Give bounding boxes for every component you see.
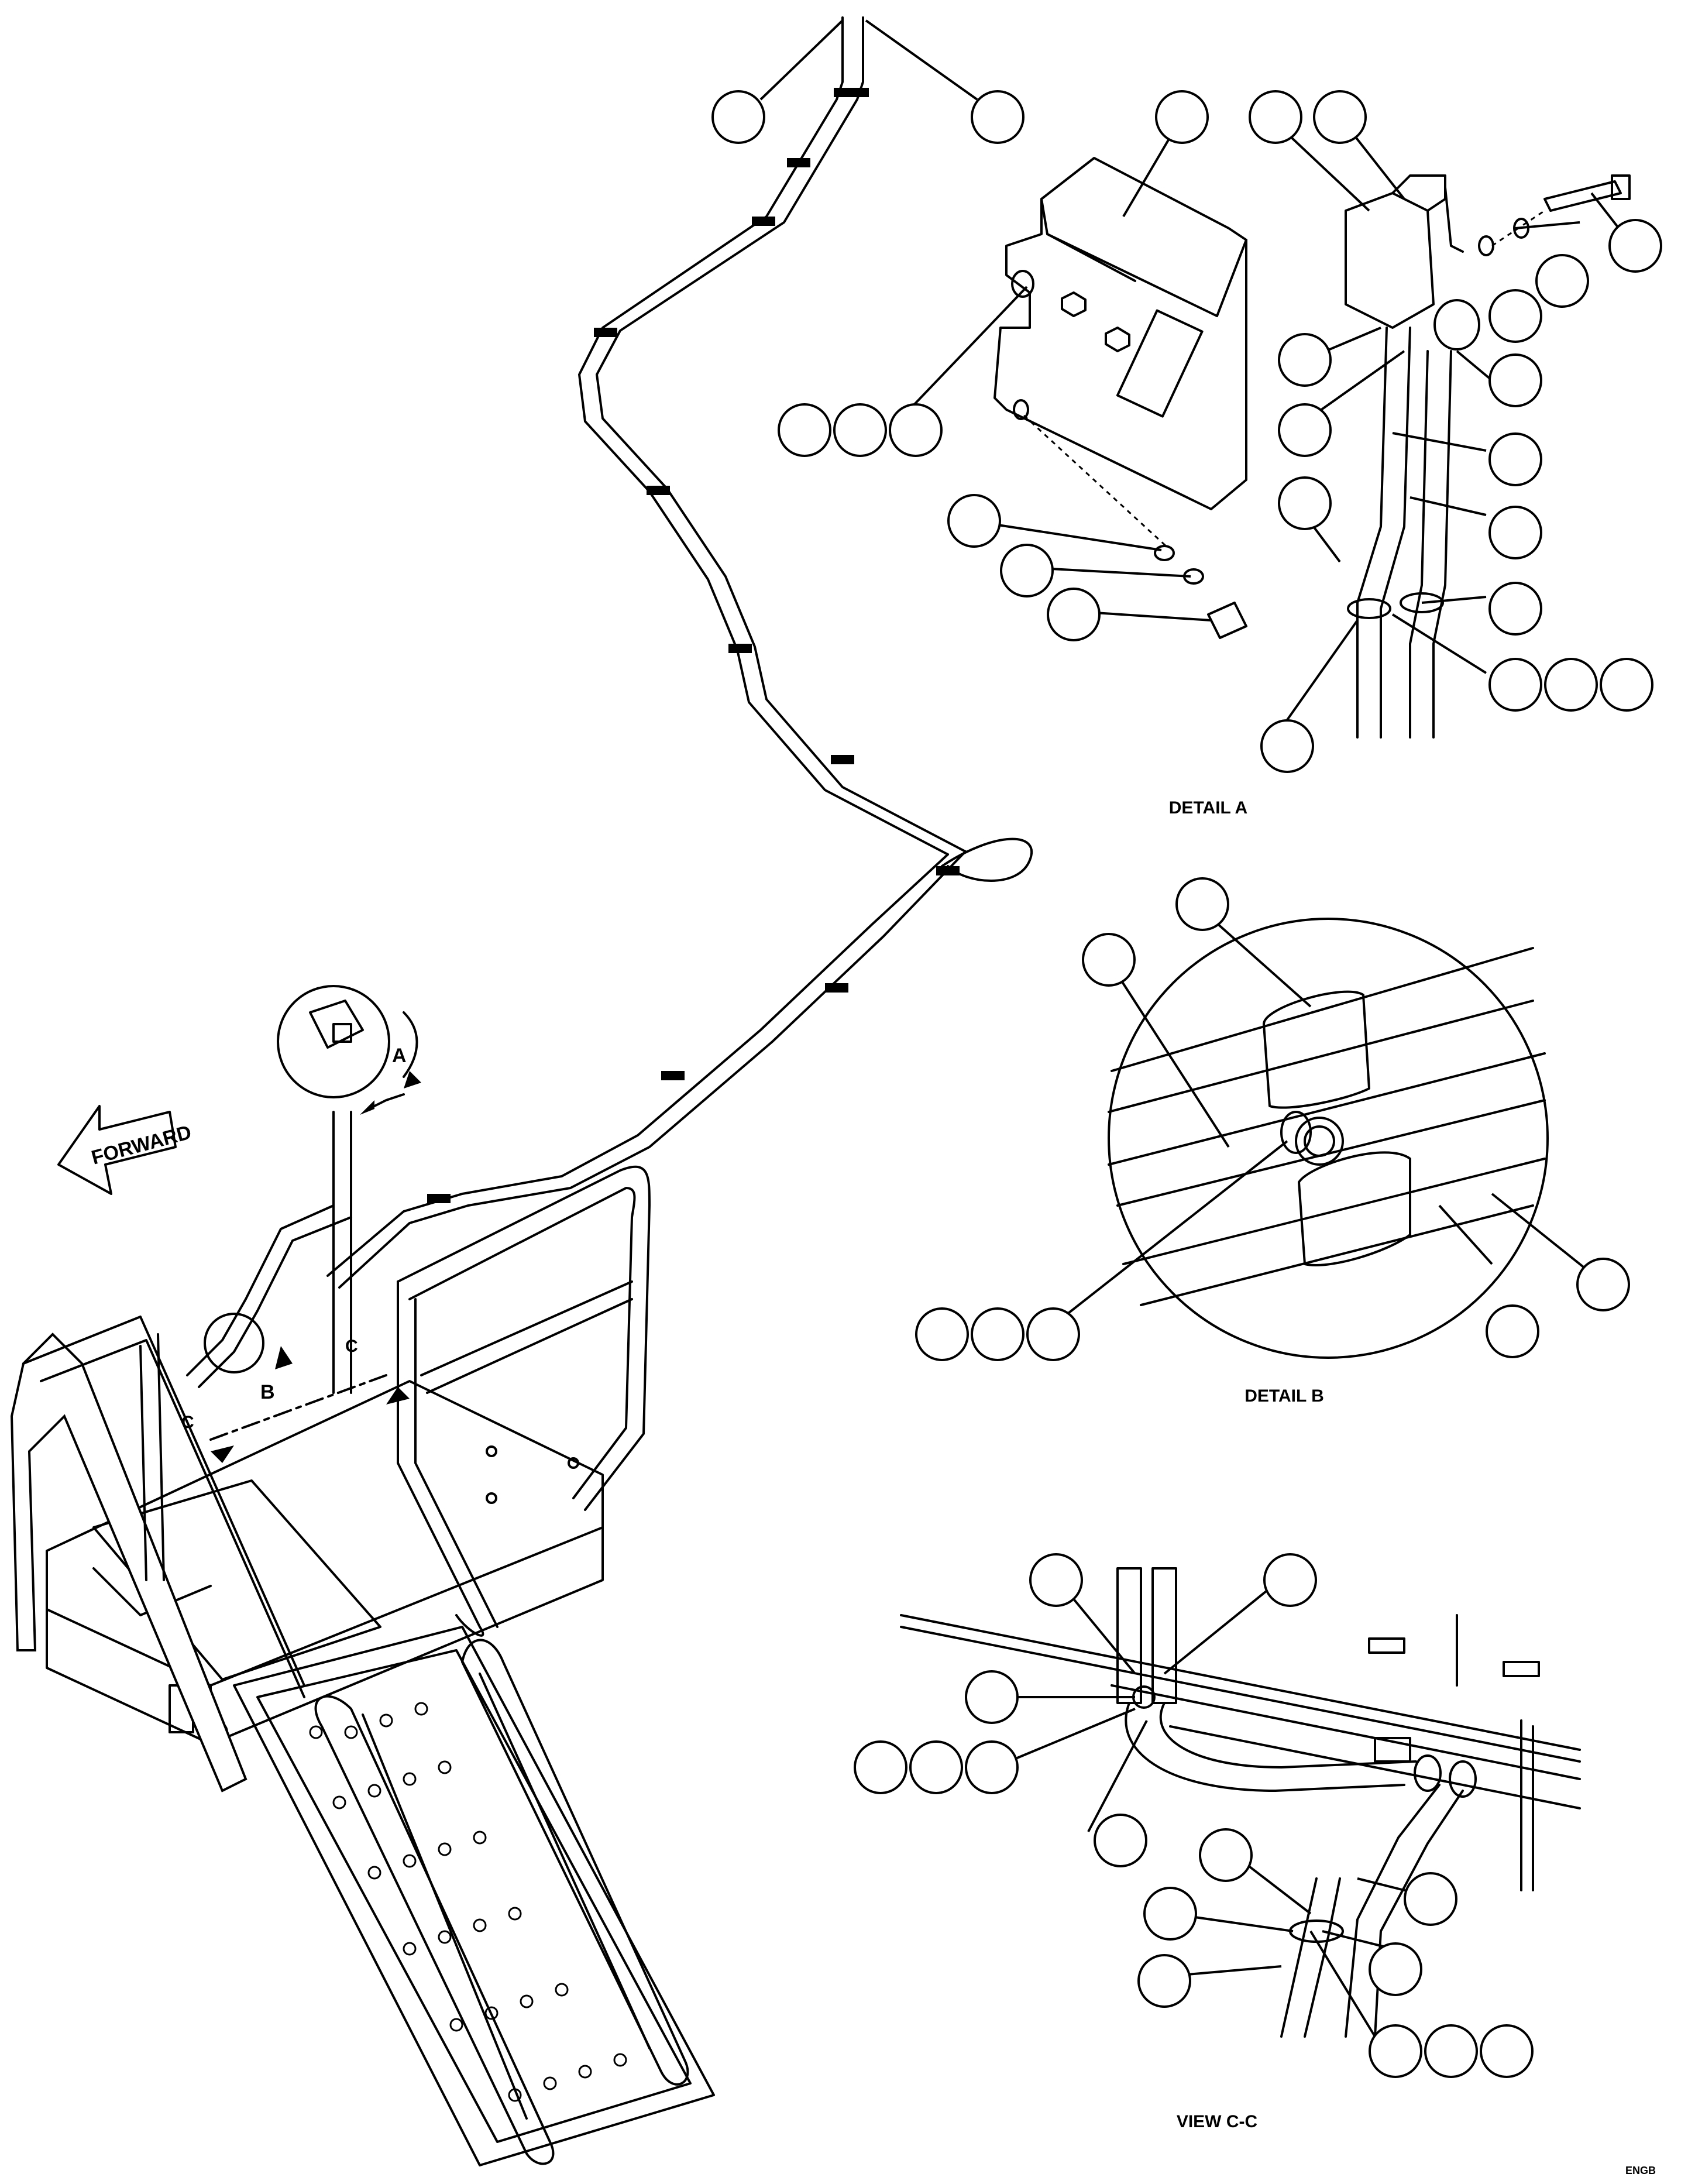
- detail-a-ref: A: [392, 1045, 407, 1067]
- detail-b-title: DETAIL B: [1244, 1386, 1324, 1406]
- detail-b: DETAIL B: [915, 877, 1630, 1406]
- main-assembly-view: FORWARD A B C C: [10, 985, 715, 2166]
- view-c-c: VIEW C-C: [854, 1553, 1581, 2131]
- detail-b-ref: B: [260, 1381, 275, 1403]
- figure-id: ENGB: [1625, 2165, 1656, 2176]
- stair-tread-holes: [309, 1702, 627, 2102]
- detail-a: DETAIL A: [778, 90, 1662, 818]
- section-c-right: C: [345, 1337, 358, 1356]
- hose-clamp-markers: [427, 88, 960, 1203]
- forward-arrow: FORWARD: [57, 1105, 194, 1195]
- detail-a-title: DETAIL A: [1169, 798, 1247, 818]
- top-callouts: [711, 19, 1025, 144]
- upper-hose-pair: [326, 16, 1033, 1289]
- view-c-c-title: VIEW C-C: [1177, 2112, 1257, 2131]
